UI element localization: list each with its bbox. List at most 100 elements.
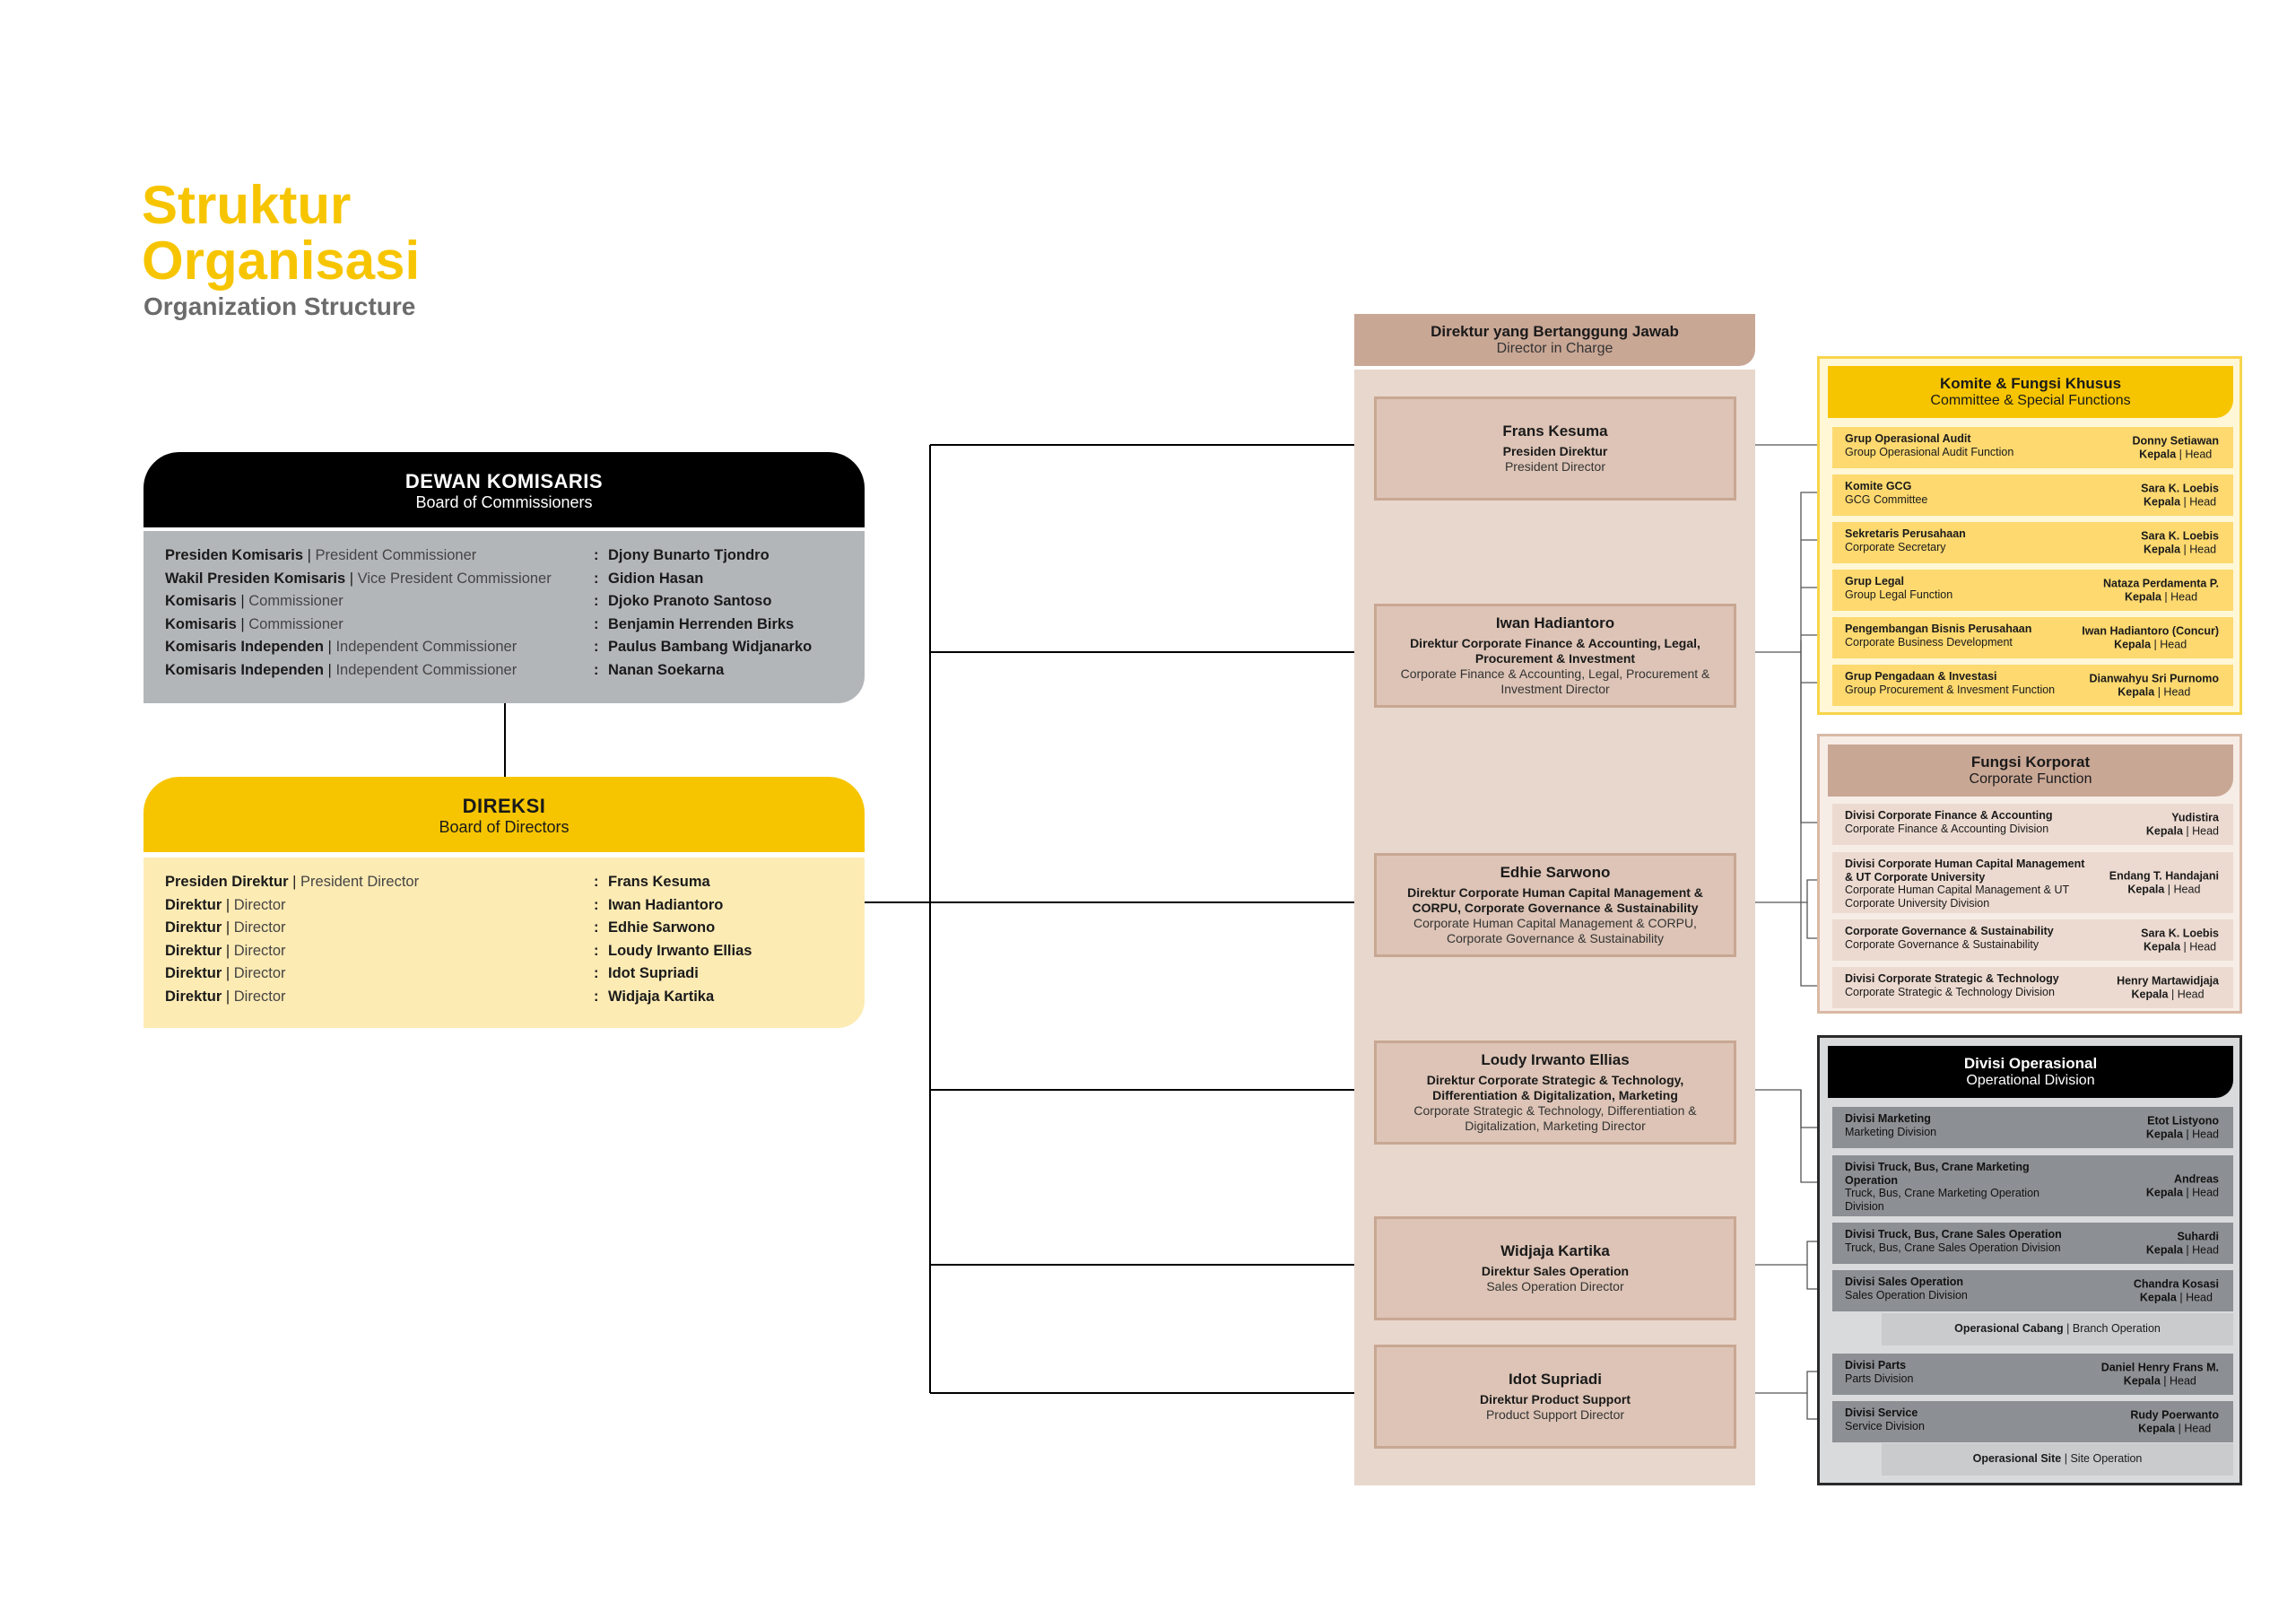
head-label: Kepala | Head (2090, 685, 2219, 699)
directors-row: Direktur | Director:Widjaja Kartika (165, 988, 843, 1012)
director-in-charge-title: Direktur yang Bertanggung Jawab (1431, 323, 1679, 340)
person-name: Widjaja Kartika (608, 988, 715, 1005)
operational-title: Divisi Operasional (1963, 1055, 2098, 1072)
director-in-charge-subtitle: Director in Charge (1496, 341, 1613, 356)
head-name: Etot Listyono (2147, 1114, 2219, 1128)
director-name: Widjaja Kartika (1500, 1242, 1610, 1259)
head-label-sep: | (2182, 1186, 2193, 1198)
role-sep: | (222, 919, 234, 936)
head-label-sep: | (2180, 543, 2190, 555)
committee-title: Komite & Fungsi Khusus (1939, 375, 2122, 392)
title-line-1: Struktur (142, 175, 352, 235)
head-label-sep: | (2160, 1374, 2170, 1387)
division-head: Nataza Perdamenta P.Kepala | Head (2103, 578, 2219, 604)
committee-header: Komite & Fungsi Khusus Committee & Speci… (1828, 366, 2233, 418)
division-en: Corporate Human Capital Management & UT … (1845, 884, 2069, 910)
commissioners-subtitle: Board of Commissioners (415, 493, 593, 511)
role-en: Vice President Commissioner (357, 570, 552, 587)
page-title: Struktur Organisasi (142, 178, 420, 289)
person-name: Gidion Hasan (608, 570, 704, 587)
head-label-sep: | (2151, 638, 2161, 650)
role-sep: | (323, 661, 336, 678)
role-sep: | (345, 570, 358, 587)
division-en: Corporate Strategic & Technology Divisio… (1845, 985, 2055, 998)
director-title-id: Direktur Corporate Strategic & Technolog… (1426, 1073, 1684, 1102)
role-sep: | (288, 874, 301, 890)
head-label-sep: | (2182, 1128, 2193, 1140)
division-id: Divisi Corporate Human Capital Managemen… (1845, 858, 2085, 884)
role-id: Presiden Komisaris (165, 547, 304, 563)
head-label: Kepala | Head (2101, 1374, 2219, 1388)
corporate-subtitle: Corporate Function (1969, 771, 2092, 787)
head-name: Chandra Kosasi (2133, 1277, 2219, 1291)
colon: : (594, 965, 599, 981)
role-id: Wakil Presiden Komisaris (165, 570, 346, 587)
role-en: Independent Commissioner (335, 661, 517, 678)
colon: : (594, 919, 599, 936)
colon: : (594, 942, 599, 959)
head-label-en: Head (2189, 543, 2217, 555)
head-name: Andreas (2173, 1172, 2219, 1186)
head-name: Nataza Perdamenta P. (2103, 577, 2219, 590)
division-id: Divisi Service (1845, 1406, 1918, 1419)
division-en: Corporate Secretary (1845, 540, 1946, 553)
operational-subtitle: Operational Division (1966, 1073, 2095, 1088)
role-id: Direktur (165, 919, 222, 936)
head-label-en: Head (2173, 883, 2201, 895)
commissioners-row: Komisaris | Commissioner:Djoko Pranoto S… (165, 593, 843, 616)
head-label-id: Kepala (2144, 495, 2181, 508)
colon: : (594, 639, 599, 655)
person-name: Frans Kesuma (608, 874, 710, 890)
head-label: Kepala | Head (2082, 638, 2219, 651)
commissioners-list: Presiden Komisaris | President Commissio… (165, 547, 843, 684)
corporate-title: Fungsi Korporat (1970, 753, 2091, 771)
role-sep: | (222, 988, 234, 1005)
director-name: Iwan Hadiantoro (1495, 614, 1615, 631)
commissioners-row: Presiden Komisaris | President Commissio… (165, 547, 843, 570)
head-label-sep: | (2154, 685, 2164, 698)
site-operation-row: Operasional Site | Site Operation (1882, 1443, 2233, 1476)
director-title-id: Presiden Direktur (1502, 444, 1608, 458)
role-label: Wakil Presiden Komisaris | Vice Presiden… (165, 570, 552, 588)
head-label: Kepala | Head (2146, 1128, 2219, 1141)
division-en: Group Legal Function (1845, 588, 1953, 601)
head-name: Sara K. Loebis (2141, 927, 2219, 940)
site-operation-id: Operasional Site (1972, 1452, 2062, 1465)
head-label-sep: | (2176, 1291, 2187, 1303)
head-label-en: Head (2185, 448, 2213, 460)
head-label-sep: | (2182, 1243, 2193, 1256)
head-label-sep: | (2164, 883, 2174, 895)
commissioners-row: Komisaris Independen | Independent Commi… (165, 639, 843, 662)
colon: : (594, 570, 599, 587)
colon: : (594, 896, 599, 913)
head-label: Kepala | Head (2117, 988, 2219, 1001)
role-label: Direktur | Director (165, 988, 286, 1006)
head-name: Suhardi (2177, 1230, 2219, 1243)
commissioners-row: Komisaris Independen | Independent Commi… (165, 662, 843, 685)
head-label-en: Head (2192, 824, 2219, 837)
branch-operation-sep: | (2063, 1322, 2073, 1335)
operational-row: Divisi Truck, Bus, Crane Marketing Opera… (1832, 1155, 2233, 1216)
commissioners-title: DEWAN KOMISARIS (404, 470, 604, 492)
role-label: Direktur | Director (165, 919, 286, 936)
head-label-en: Head (2189, 940, 2217, 953)
person-name: Nanan Soekarna (608, 661, 725, 678)
directors-title: DIREKSI (462, 795, 546, 817)
colon: : (594, 615, 599, 632)
